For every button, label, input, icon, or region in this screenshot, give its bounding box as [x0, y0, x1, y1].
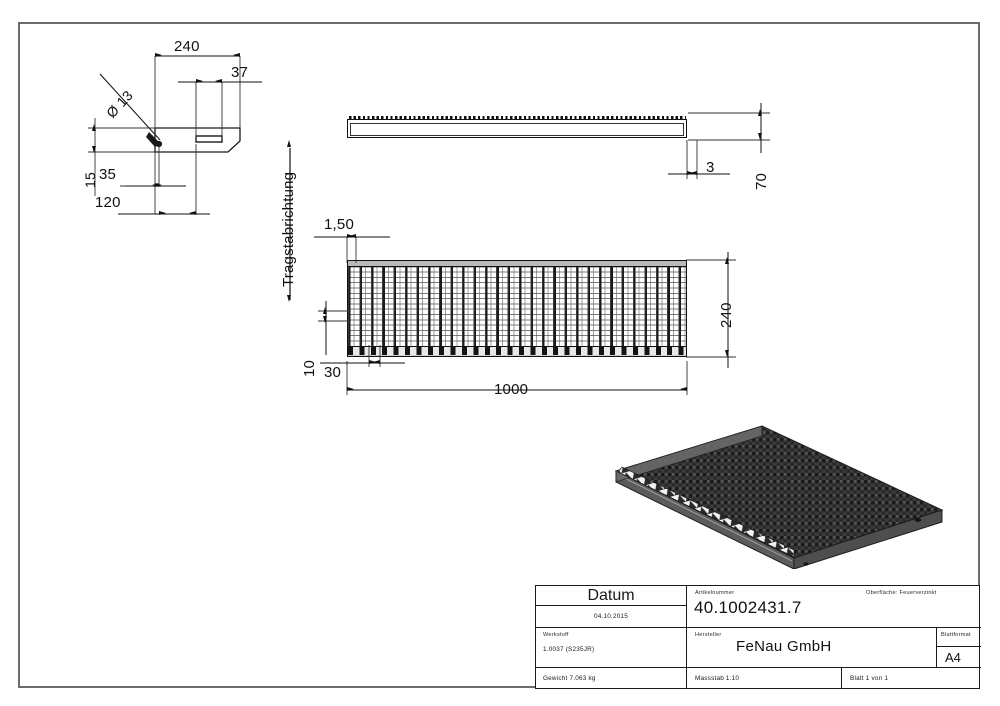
dim-37: 37 [231, 64, 249, 81]
dim-arrow [233, 53, 240, 58]
dim-arrow [92, 124, 97, 131]
werkstoff-value: 1.0037 (S235JR) [543, 646, 595, 653]
isometric-view [598, 424, 960, 570]
dim-35: 35 [99, 166, 117, 183]
hersteller-value: FeNau GmbH [736, 638, 832, 655]
title-block: Datum 04.10.2015 Werkstoff 1.0037 (S235J… [535, 585, 981, 689]
side-elevation-view [347, 113, 687, 139]
dim-1000: 1000 [494, 381, 529, 398]
artikelnummer-label: Artikelnummer [686, 586, 981, 627]
artikelnummer-value: 40.1002431.7 [694, 598, 802, 617]
dim-arrow [92, 146, 97, 153]
dim-arrow [725, 257, 730, 264]
dim-arrow [159, 211, 166, 216]
dim-70: 70 [753, 172, 770, 190]
grating-fine-bars [348, 261, 686, 356]
serrated-edge [349, 116, 686, 120]
dim-1-50: 1,50 [324, 216, 354, 233]
dim-arrow [680, 387, 687, 392]
dim-240-width: 240 [718, 302, 735, 328]
dim-arrow [690, 171, 697, 176]
hersteller-label: Hersteller [686, 627, 936, 667]
grating-plan-view [347, 260, 687, 357]
blattformat-value: A4 [936, 646, 981, 667]
dim-arrow [323, 307, 328, 314]
datum-value: 04.10.2015 [536, 605, 686, 627]
massstab-value: Massstab 1:10 [686, 667, 841, 688]
dim-arrow [189, 211, 196, 216]
tread-inner-line [350, 122, 684, 136]
dim-arrow [758, 133, 763, 140]
profile-outline-svg [88, 55, 262, 215]
dim-arrow [196, 79, 203, 84]
blattformat-label: Blattformat [936, 627, 981, 646]
dim-arrow [323, 316, 328, 323]
dim-arrow [725, 350, 730, 357]
dim-arrow [758, 109, 763, 116]
tragstabrichtung-arrow-svg [289, 148, 291, 300]
gewicht-value: Gewicht 7.063 kg [536, 667, 686, 688]
oberflaeche-label: Oberfläche: Feuerverzinkt [866, 590, 937, 596]
dim-arrow [349, 234, 356, 239]
dim-arrow [152, 183, 159, 188]
dim-30: 30 [324, 364, 342, 381]
dim-arrow [373, 360, 380, 365]
blatt-value: Blatt 1 von 1 [841, 667, 981, 688]
dim-arrow [215, 79, 222, 84]
dim-arrow [155, 53, 162, 58]
direction-arrow-down [287, 295, 292, 302]
direction-arrow-up [287, 140, 292, 147]
dim-arrow [347, 387, 354, 392]
datum-label: Datum [587, 587, 635, 604]
tragstabrichtung-label: Tragstabrichtung [280, 171, 297, 287]
werkstoff-label: Werkstoff [536, 627, 686, 667]
isometric-svg [614, 425, 944, 570]
grating-bottom-frame [348, 346, 686, 356]
grating-top-frame [348, 261, 686, 267]
dim-240: 240 [174, 38, 200, 55]
dim-120: 120 [95, 194, 121, 211]
dim-arrow [369, 360, 376, 365]
dim-10: 10 [301, 359, 318, 377]
dim-3: 3 [706, 159, 715, 176]
end-profile-detail-view: 240 37 Ø 13 15 35 120 [0, 0, 300, 230]
dim-15: 15 [82, 172, 98, 188]
